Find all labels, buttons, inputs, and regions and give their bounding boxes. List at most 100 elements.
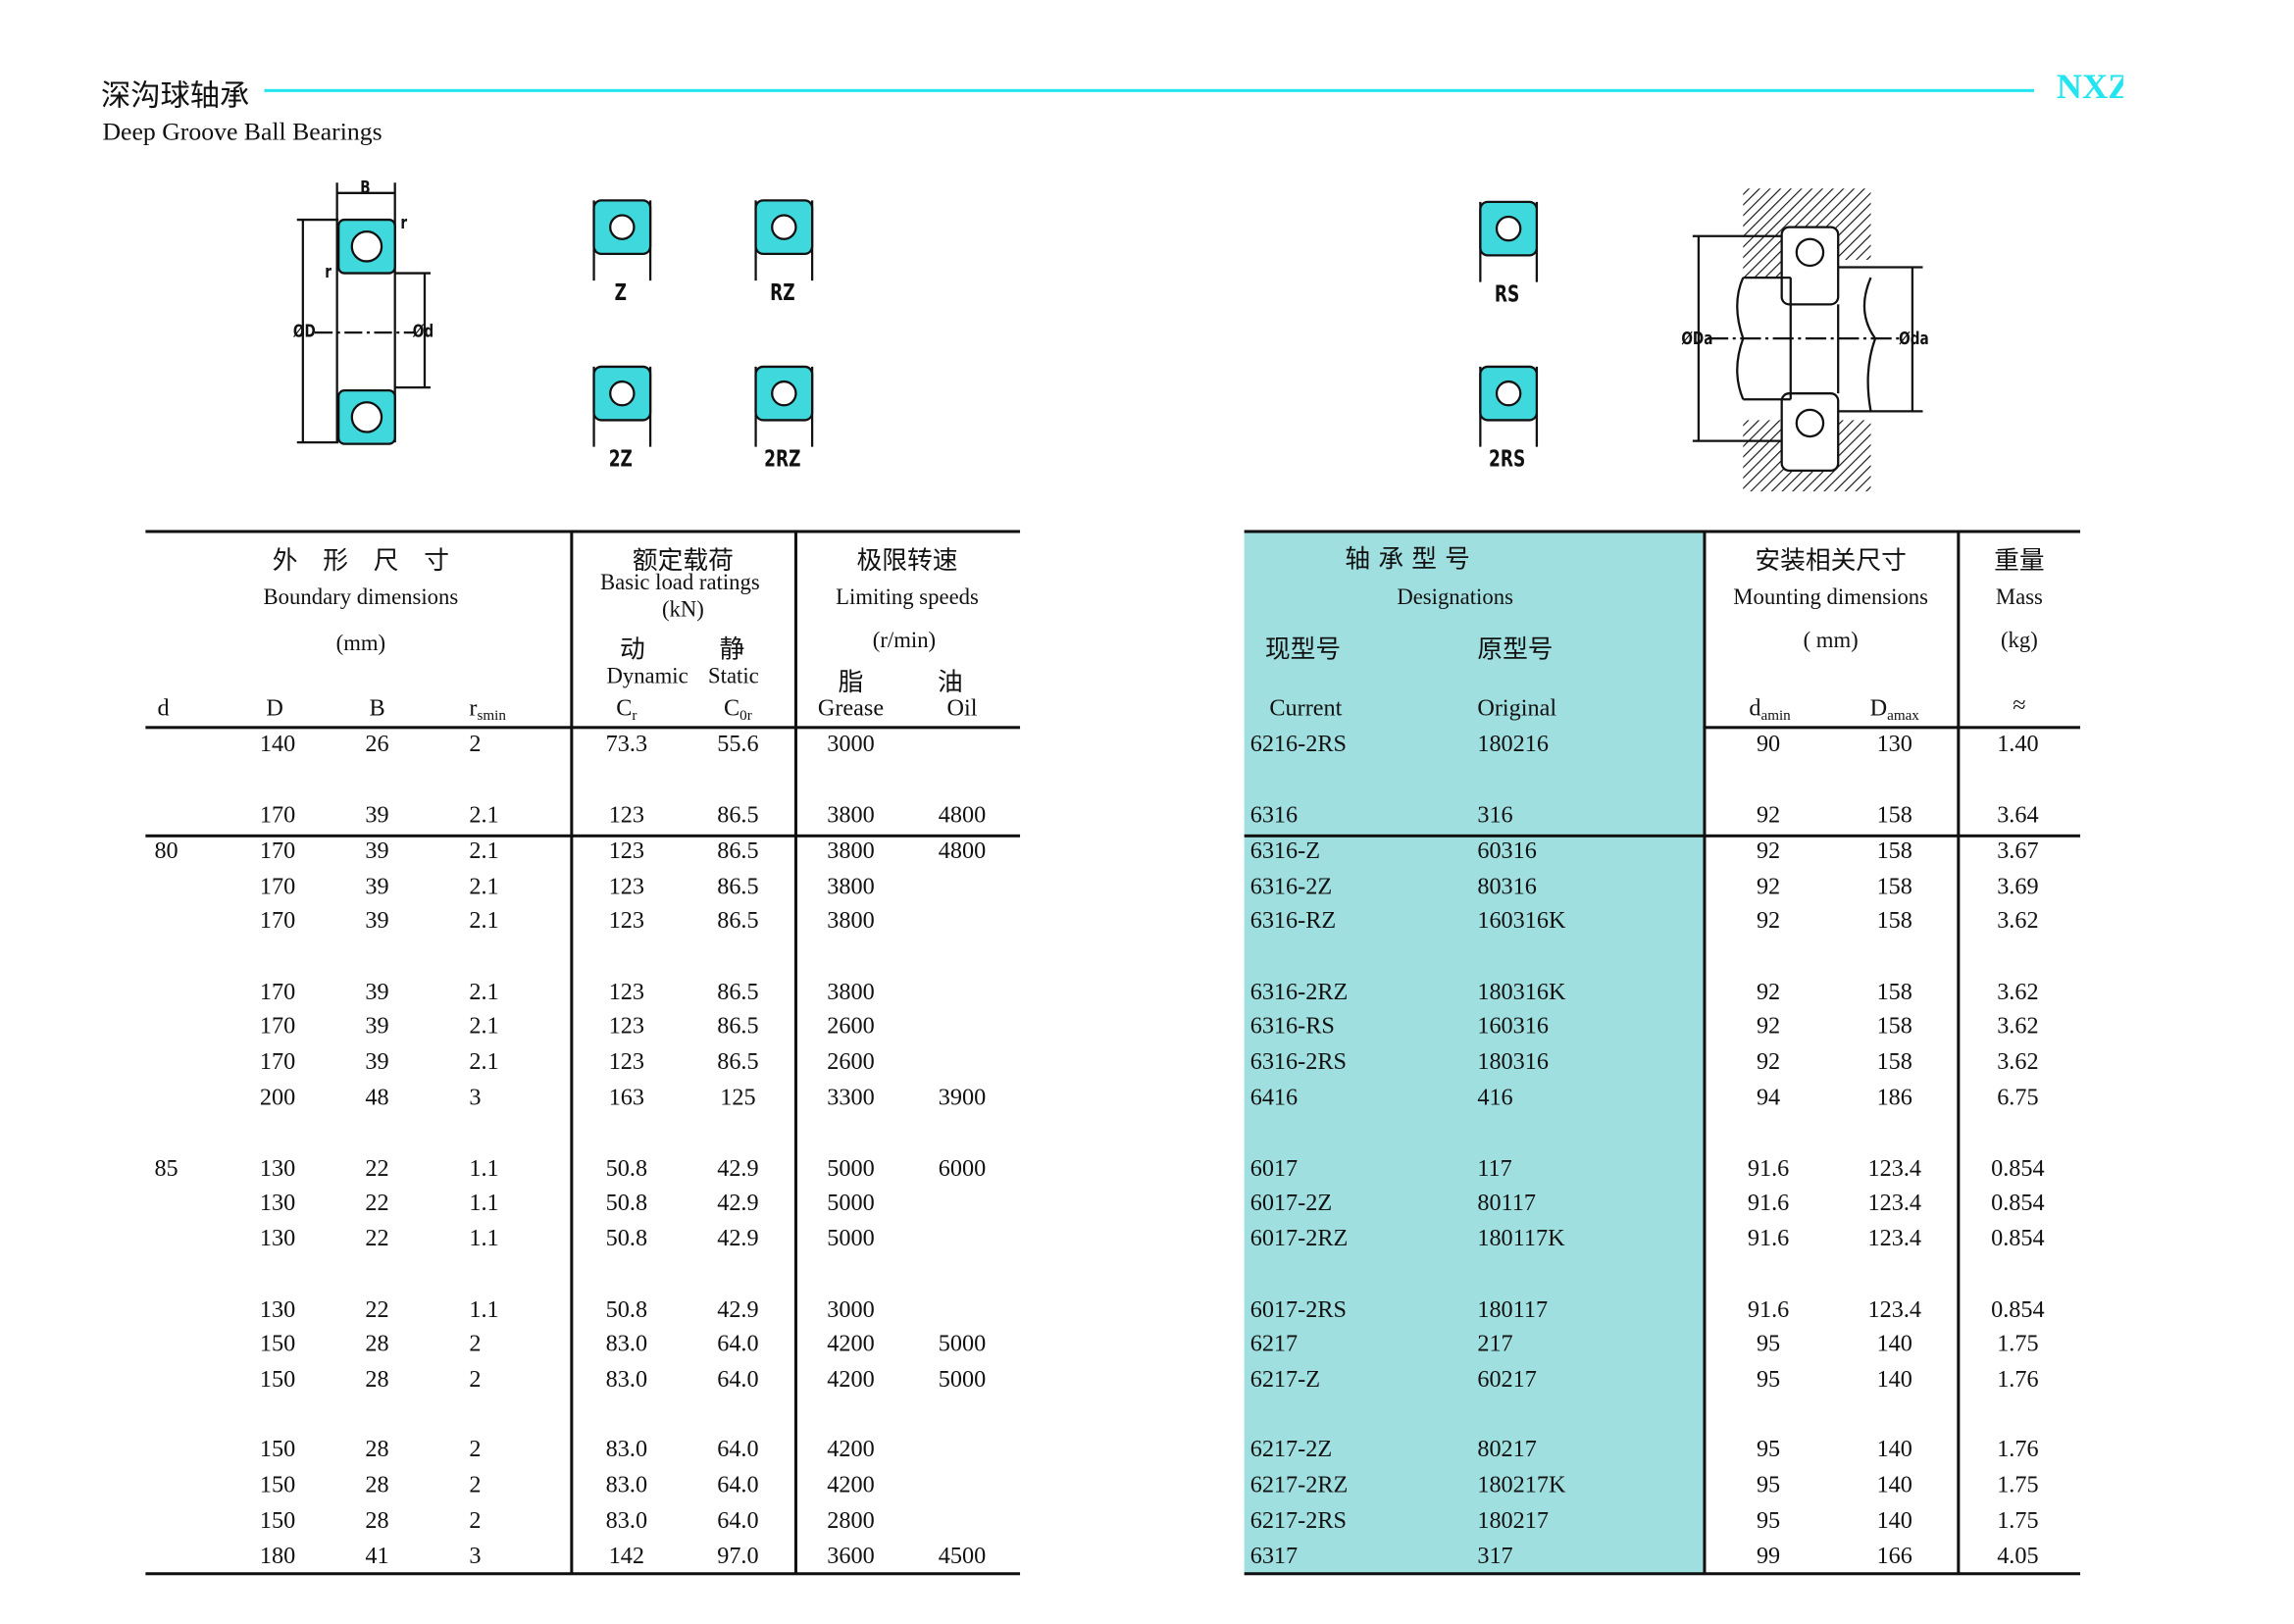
cell-mass: 3.62: [1997, 1013, 2039, 1040]
cell-D: 140: [259, 732, 296, 758]
cell-orig: 180316: [1477, 1049, 1549, 1076]
cell-r: 2: [469, 1367, 482, 1394]
bearing-icon: [592, 199, 652, 281]
cell-r: 2.1: [469, 980, 499, 1005]
cell-grease: 3800: [827, 838, 875, 865]
cell-orig: 180216: [1477, 732, 1549, 758]
cell-C0r: 86.5: [717, 1013, 759, 1040]
cell-C0r: 55.6: [717, 732, 759, 758]
cell-C0r: 64.0: [717, 1367, 759, 1394]
cell-Cr: 123: [608, 803, 645, 829]
cell-orig: 316: [1477, 803, 1513, 829]
bearing-type-2rz: [753, 364, 816, 460]
cell-B: 28: [365, 1437, 389, 1463]
cell-oil: 4800: [938, 803, 987, 829]
cell-B: 28: [365, 1472, 389, 1498]
cell-Cr: 50.8: [605, 1226, 648, 1252]
mounting-heading-en: Mounting dimensions: [1733, 585, 1929, 611]
cell-damin: 92: [1756, 838, 1781, 865]
cell-orig: 160316K: [1477, 908, 1566, 935]
cell-damax: 166: [1876, 1544, 1912, 1570]
cell-r: 2.1: [469, 1013, 499, 1040]
cell-Cr: 50.8: [605, 1191, 648, 1216]
cell-mass: 1.75: [1997, 1508, 2039, 1534]
original-cn: 原型号: [1477, 634, 1554, 666]
col-divider: [1957, 531, 1960, 1574]
bearing-icon: [754, 199, 814, 281]
col-header-c0r: C0r: [724, 696, 752, 725]
cell-C0r: 86.5: [717, 1049, 759, 1076]
cell-r: 3: [469, 1085, 482, 1111]
dynamic-en: Dynamic: [606, 665, 688, 689]
cell-C0r: 86.5: [717, 980, 759, 1005]
cell-d: 80: [154, 838, 178, 865]
bearing-dimension-diagram: [296, 182, 432, 445]
cell-B: 28: [365, 1331, 389, 1357]
cell-mass: 1.76: [1997, 1437, 2039, 1463]
boundary-heading-en: Boundary dimensions: [263, 585, 459, 611]
cell-damin: 95: [1756, 1508, 1781, 1534]
cell-C0r: 86.5: [717, 908, 759, 935]
designation-heading-en: Designations: [1397, 585, 1513, 611]
cell-mass: 3.62: [1997, 1049, 2039, 1076]
cell-damin: 99: [1756, 1544, 1781, 1570]
cell-cur: 6416: [1249, 1085, 1299, 1111]
cell-cur: 6217-2Z: [1249, 1437, 1333, 1463]
cell-damin: 91.6: [1747, 1297, 1790, 1323]
cell-grease: 4200: [827, 1331, 875, 1357]
mass-unit: (kg): [2000, 629, 2038, 654]
cell-grease: 2600: [827, 1049, 875, 1076]
cell-cur: 6217: [1249, 1331, 1299, 1357]
cell-damax: 158: [1876, 1013, 1912, 1040]
dynamic-cn: 动: [620, 634, 645, 666]
cell-r: 2: [469, 1472, 482, 1498]
cell-damin: 91.6: [1747, 1191, 1790, 1216]
cell-D: 180: [259, 1544, 296, 1570]
cell-oil: 5000: [938, 1367, 987, 1394]
bearing-icon: [1479, 365, 1539, 447]
cell-grease: 3800: [827, 803, 875, 829]
bearing-type-label: 2RS: [1488, 445, 1526, 473]
cell-D: 130: [259, 1226, 296, 1252]
speed-unit: (r/min): [872, 629, 937, 654]
cell-mass: 3.64: [1997, 803, 2039, 829]
cell-Cr: 83.0: [605, 1367, 648, 1394]
left-header-rule: [145, 726, 1021, 730]
cell-r: 2: [469, 732, 482, 758]
mass-heading-en: Mass: [1995, 585, 2043, 611]
cell-orig: 180117K: [1477, 1226, 1565, 1252]
cell-damax: 140: [1876, 1331, 1912, 1357]
dim-label-da-upper: ØDa: [1681, 328, 1713, 349]
dim-label-inner-d: Ød: [412, 321, 434, 342]
cell-cur: 6316-RS: [1249, 1013, 1335, 1040]
cell-damax: 123.4: [1867, 1226, 1921, 1252]
cell-r: 2: [469, 1508, 482, 1534]
cell-damax: 140: [1876, 1472, 1912, 1498]
cell-orig: 80316: [1477, 874, 1537, 900]
cell-C0r: 125: [720, 1085, 756, 1111]
cell-r: 2: [469, 1437, 482, 1463]
cell-grease: 3300: [827, 1085, 875, 1111]
cell-B: 26: [365, 732, 389, 758]
designation-heading-cn: 轴 承 型 号: [1345, 544, 1470, 575]
col-header-cr: Cr: [616, 696, 637, 725]
cell-damax: 158: [1876, 1049, 1912, 1076]
cell-mass: 0.854: [1991, 1156, 2045, 1183]
col-divider: [570, 531, 573, 1574]
cell-oil: 4800: [938, 838, 987, 865]
cell-C0r: 42.9: [717, 1297, 759, 1323]
title-en: Deep Groove Ball Bearings: [102, 117, 382, 146]
cell-grease: 3800: [827, 874, 875, 900]
cell-orig: 180117: [1477, 1297, 1549, 1323]
bearing-icon: [754, 365, 814, 447]
cell-B: 28: [365, 1367, 389, 1394]
static-en: Static: [708, 665, 759, 689]
cell-B: 41: [365, 1544, 389, 1570]
cell-grease: 3000: [827, 732, 875, 758]
col-header-original: Original: [1477, 696, 1557, 722]
cell-D: 150: [259, 1367, 296, 1394]
cell-cur: 6316-Z: [1249, 838, 1321, 865]
bearing-icon: [1479, 200, 1539, 282]
cell-orig: 180217K: [1477, 1472, 1566, 1498]
cell-damax: 140: [1876, 1437, 1912, 1463]
